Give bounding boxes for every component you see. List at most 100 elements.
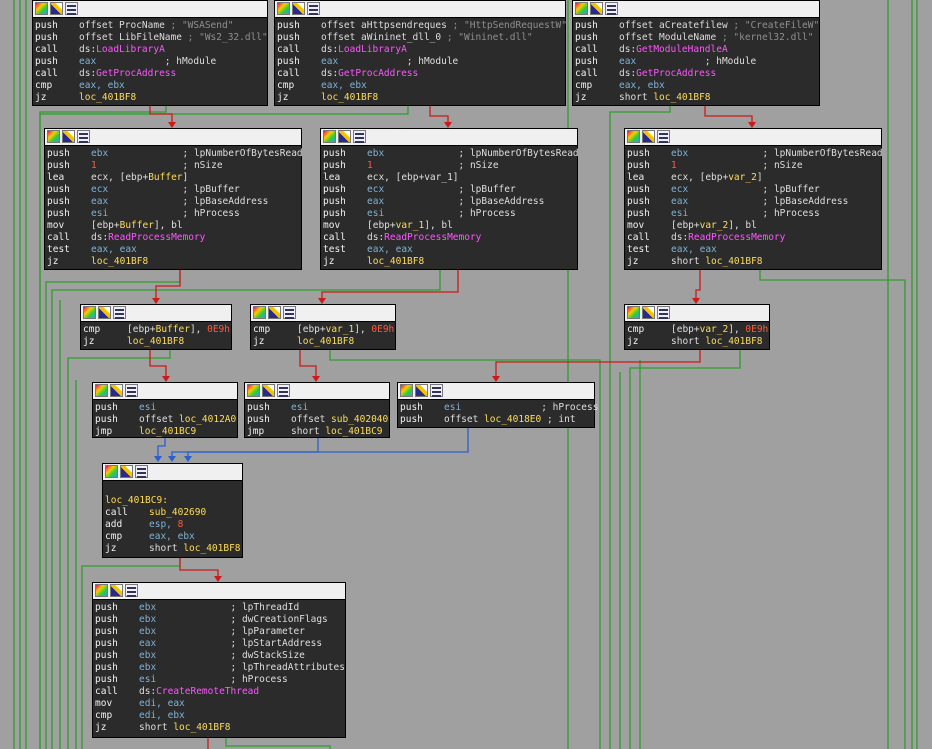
- list-icon[interactable]: [307, 2, 320, 15]
- edit-icon[interactable]: [262, 384, 275, 397]
- instruction-line[interactable]: mov[ebp+var_2], bl: [627, 220, 881, 232]
- edit-icon[interactable]: [98, 306, 111, 319]
- list-icon[interactable]: [657, 130, 670, 143]
- list-icon[interactable]: [283, 306, 296, 319]
- list-icon[interactable]: [430, 384, 443, 397]
- graph-color-icon[interactable]: [95, 384, 108, 397]
- edit-icon[interactable]: [590, 2, 603, 15]
- graph-color-icon[interactable]: [277, 2, 290, 15]
- list-icon[interactable]: [353, 130, 366, 143]
- instruction-line[interactable]: mov[ebp+Buffer], bl: [47, 220, 301, 232]
- graph-color-icon[interactable]: [627, 130, 640, 143]
- graph-color-icon[interactable]: [35, 2, 48, 15]
- list-icon[interactable]: [125, 384, 138, 397]
- graph-color-icon[interactable]: [247, 384, 260, 397]
- edit-icon[interactable]: [62, 130, 75, 143]
- list-icon[interactable]: [125, 584, 138, 597]
- instruction-line[interactable]: cmp[ebp+var_2], 0E9h: [627, 324, 769, 336]
- list-icon[interactable]: [77, 130, 90, 143]
- graph-color-icon[interactable]: [627, 306, 640, 319]
- edit-icon[interactable]: [642, 130, 655, 143]
- graph-color-icon[interactable]: [400, 384, 413, 397]
- edit-icon[interactable]: [110, 384, 123, 397]
- instruction-line[interactable]: cmp[ebp+Buffer], 0E9h: [83, 324, 231, 336]
- edit-icon[interactable]: [268, 306, 281, 319]
- graph-color-icon[interactable]: [323, 130, 336, 143]
- list-icon[interactable]: [605, 2, 618, 15]
- graph-color-icon[interactable]: [105, 465, 118, 478]
- graph-color-icon[interactable]: [95, 584, 108, 597]
- graph-color-icon[interactable]: [47, 130, 60, 143]
- instruction-line[interactable]: mov[ebp+var_1], bl: [323, 220, 577, 232]
- edit-icon[interactable]: [415, 384, 428, 397]
- graph-color-icon[interactable]: [253, 306, 266, 319]
- list-icon[interactable]: [65, 2, 78, 15]
- list-icon[interactable]: [277, 384, 290, 397]
